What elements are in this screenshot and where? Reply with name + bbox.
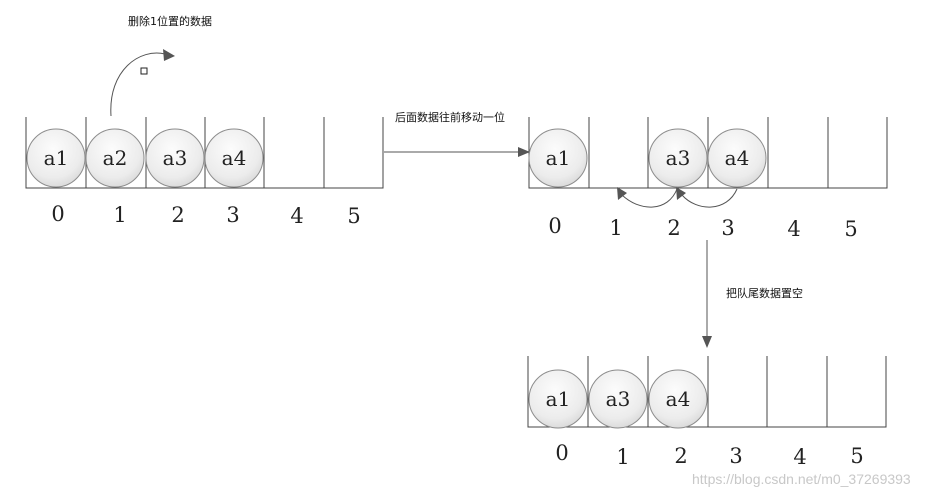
index-label: 3 [721,216,734,240]
array-before-cell-0: a1 [26,128,86,188]
array-shifting-cell-2: a3 [648,128,708,188]
cell-value: a3 [163,146,188,170]
array-shifting-cell-3: a4 [707,128,767,188]
index-label: 2 [674,444,687,468]
array-before-cell-1: a2 [85,128,145,188]
index-label: 1 [113,203,126,227]
index-label: 3 [729,444,742,468]
cell-value: a1 [546,146,571,170]
array-after-cell-1: a3 [588,369,648,429]
array-shifting: a1 a3 a4 0 1 2 3 4 5 [528,117,888,241]
index-label: 0 [555,441,568,465]
cell-value: a4 [725,146,750,170]
cell-value: a4 [222,146,247,170]
shift-caption: 后面数据往前移动一位 [395,110,505,124]
clear-tail-caption: 把队尾数据置空 [726,286,803,300]
delete-arrow [110,49,175,117]
index-label: 5 [850,444,863,468]
index-label: 5 [844,217,857,241]
cell-value: a3 [606,387,631,411]
cell-value: a2 [103,146,128,170]
array-before-cell-3: a4 [204,128,264,188]
delete-caption: 删除1位置的数据 [128,14,212,28]
index-label: 2 [667,216,680,240]
index-label: 4 [787,217,800,241]
shift-curve-a4 [676,187,738,208]
index-label: 4 [290,204,303,228]
array-after-cell-2: a4 [648,369,708,429]
cell-value: a1 [546,387,571,411]
array-after-cell-0: a1 [528,369,588,429]
index-label: 1 [616,445,629,469]
array-after: a1 a3 a4 0 1 2 3 4 5 [527,356,887,469]
clear-tail-arrow [702,240,712,348]
small-square-marker [140,67,148,75]
index-label: 3 [226,203,239,227]
index-label: 0 [51,202,64,226]
array-before: a1 a2 a3 a4 0 1 2 3 4 5 [25,117,384,228]
index-label: 2 [171,203,184,227]
shift-arrow [384,147,530,157]
shift-curve-a3 [617,187,678,208]
watermark: https://blog.csdn.net/m0_37269393 [692,471,911,487]
array-shifting-cell-0: a1 [528,128,588,188]
index-label: 1 [609,216,622,240]
index-label: 0 [548,214,561,238]
cell-value: a3 [666,146,691,170]
cell-value: a1 [44,146,69,170]
index-label: 4 [793,445,806,469]
index-label: 5 [347,204,360,228]
cell-value: a4 [666,387,691,411]
array-before-cell-2: a3 [145,128,205,188]
